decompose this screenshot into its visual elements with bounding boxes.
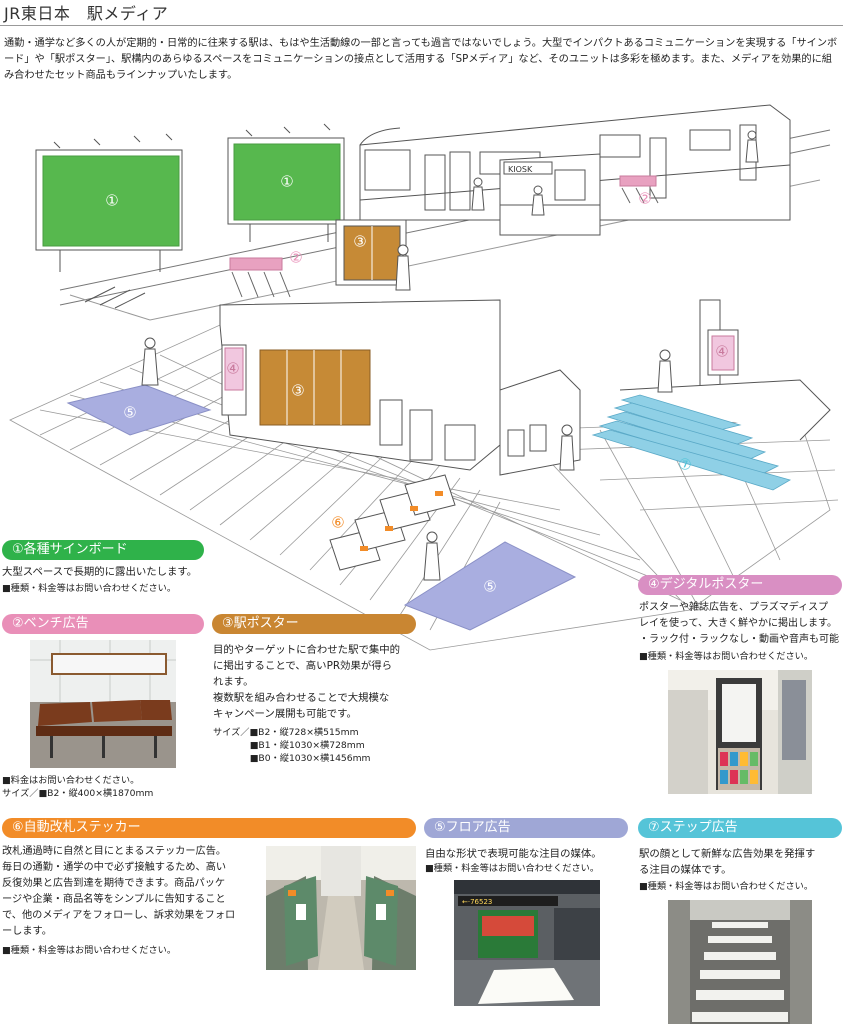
marker-poster-2: ③ [291,382,304,400]
marker-step: ⑦ [678,456,691,474]
step-body: 駅の顔として新鮮な広告効果を発揮す る注目の媒体です。 [639,848,816,876]
marker-digital-1: ④ [226,360,239,378]
marker-signboard-1: ① [105,192,118,210]
floor-header: ⑤フロア広告 [424,818,628,838]
marker-bench-2: ② [638,190,651,208]
signboard-note: ■種類・料金等はお問い合わせください。 [2,583,177,594]
station-illustration: KIOSK ① ① ② ② ③ ③ ④ ④ ⑤ ⑤ ⑥ ⑦ [9,104,839,651]
bench-photo [30,640,176,768]
signboard-header: ①各種サインボード [2,540,204,560]
floor-body: 自由な形状で表現可能な注目の媒体。 [425,848,602,860]
floor-note: ■種類・料金等はお問い合わせください。 [425,863,600,874]
digital-header: ④デジタルポスター [638,575,842,595]
title-divider [0,25,843,26]
marker-bench-1: ② [289,249,302,267]
floor-photo-sign: ←·76523 [462,898,492,906]
page-title: JR東日本 駅メディア [4,4,169,23]
marker-signboard-2: ① [280,173,293,191]
poster-sizes: サイズ／■B2・縦728×横515mm ■B1・縦1030×横728mm ■B0… [213,727,371,764]
step-header: ⑦ステップ広告 [638,818,842,838]
marker-gate: ⑥ [331,514,344,532]
marker-poster-1: ③ [353,233,366,251]
bench-note: ■料金はお問い合わせください。 サイズ／■B2・縦400×横1870mm [2,775,154,799]
gate-photo [266,846,416,970]
step-photo [668,900,812,1024]
gate-body: 改札通過時に自然と目にとまるステッカー広告。 毎日の通勤・通学の中で必ず接触する… [2,846,236,937]
marker-digital-2: ④ [715,343,728,361]
floor-photo: ←·76523 [454,880,600,1006]
intro-text: 通勤・通学など多くの人が定期的・日常的に往来する駅は、もはや生活動線の一部と言っ… [4,38,838,81]
digital-body: ポスターや雑誌広告を、プラズマディスプ レイを使って、大きく鮮やかに掲出します。… [639,602,839,645]
signboard-body: 大型スペースで長期的に露出いたします。 [2,566,198,578]
digital-note: ■種類・料金等はお問い合わせください。 [639,651,814,662]
digital-photo [668,670,812,794]
marker-floor-2: ⑤ [483,578,496,596]
gate-note: ■種類・料金等はお問い合わせください。 [2,945,177,956]
poster-header: ③駅ポスター [212,614,416,634]
marker-floor-1: ⑤ [123,404,136,422]
gate-header: ⑥自動改札ステッカー [2,818,416,838]
poster-body: 目的やターゲットに合わせた駅で集中的 に掲出することで、高いPR効果が得ら れま… [213,644,401,720]
kiosk-label: KIOSK [508,165,533,174]
step-note: ■種類・料金等はお問い合わせください。 [639,881,814,892]
bench-header: ②ベンチ広告 [2,614,204,634]
